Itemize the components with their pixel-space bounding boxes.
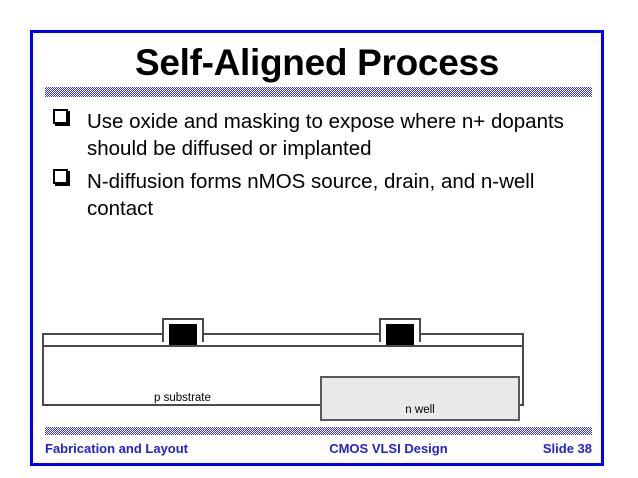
gate-stack-right xyxy=(379,318,421,345)
page-title: Self-Aligned Process xyxy=(134,42,500,83)
footer-chapter-label: Fabrication and Layout xyxy=(45,440,189,456)
slide-footer: Fabrication and Layout CMOS VLSI Design … xyxy=(45,439,592,457)
oxide-layer xyxy=(42,333,524,347)
gate-contact-block xyxy=(386,324,414,345)
n-well-region: n well xyxy=(320,376,520,421)
list-item: Use oxide and masking to expose where n+… xyxy=(47,108,599,162)
n-well-label: n well xyxy=(405,404,435,416)
p-substrate-label: p substrate xyxy=(154,392,211,404)
square-bullet-icon xyxy=(53,169,68,184)
slide-frame: Self-Aligned Process Use oxide and maski… xyxy=(30,30,604,466)
list-item: N-diffusion forms nMOS source, drain, an… xyxy=(47,168,599,222)
cross-section-diagram: n well p substrate xyxy=(42,316,535,421)
gate-contact-block xyxy=(169,324,197,345)
bullet-text: Use oxide and masking to expose where n+… xyxy=(87,110,564,160)
bullet-list: Use oxide and masking to expose where n+… xyxy=(47,108,599,228)
title-divider-rule xyxy=(45,87,592,97)
footer-slide-number: Slide 38 xyxy=(542,440,592,456)
footer-book-label: CMOS VLSI Design xyxy=(329,440,448,456)
square-bullet-icon xyxy=(53,109,68,124)
gate-stack-left xyxy=(162,318,204,345)
bullet-text: N-diffusion forms nMOS source, drain, an… xyxy=(87,170,535,220)
footer-divider-rule xyxy=(45,427,592,435)
p-substrate-region: n well p substrate xyxy=(42,344,524,421)
